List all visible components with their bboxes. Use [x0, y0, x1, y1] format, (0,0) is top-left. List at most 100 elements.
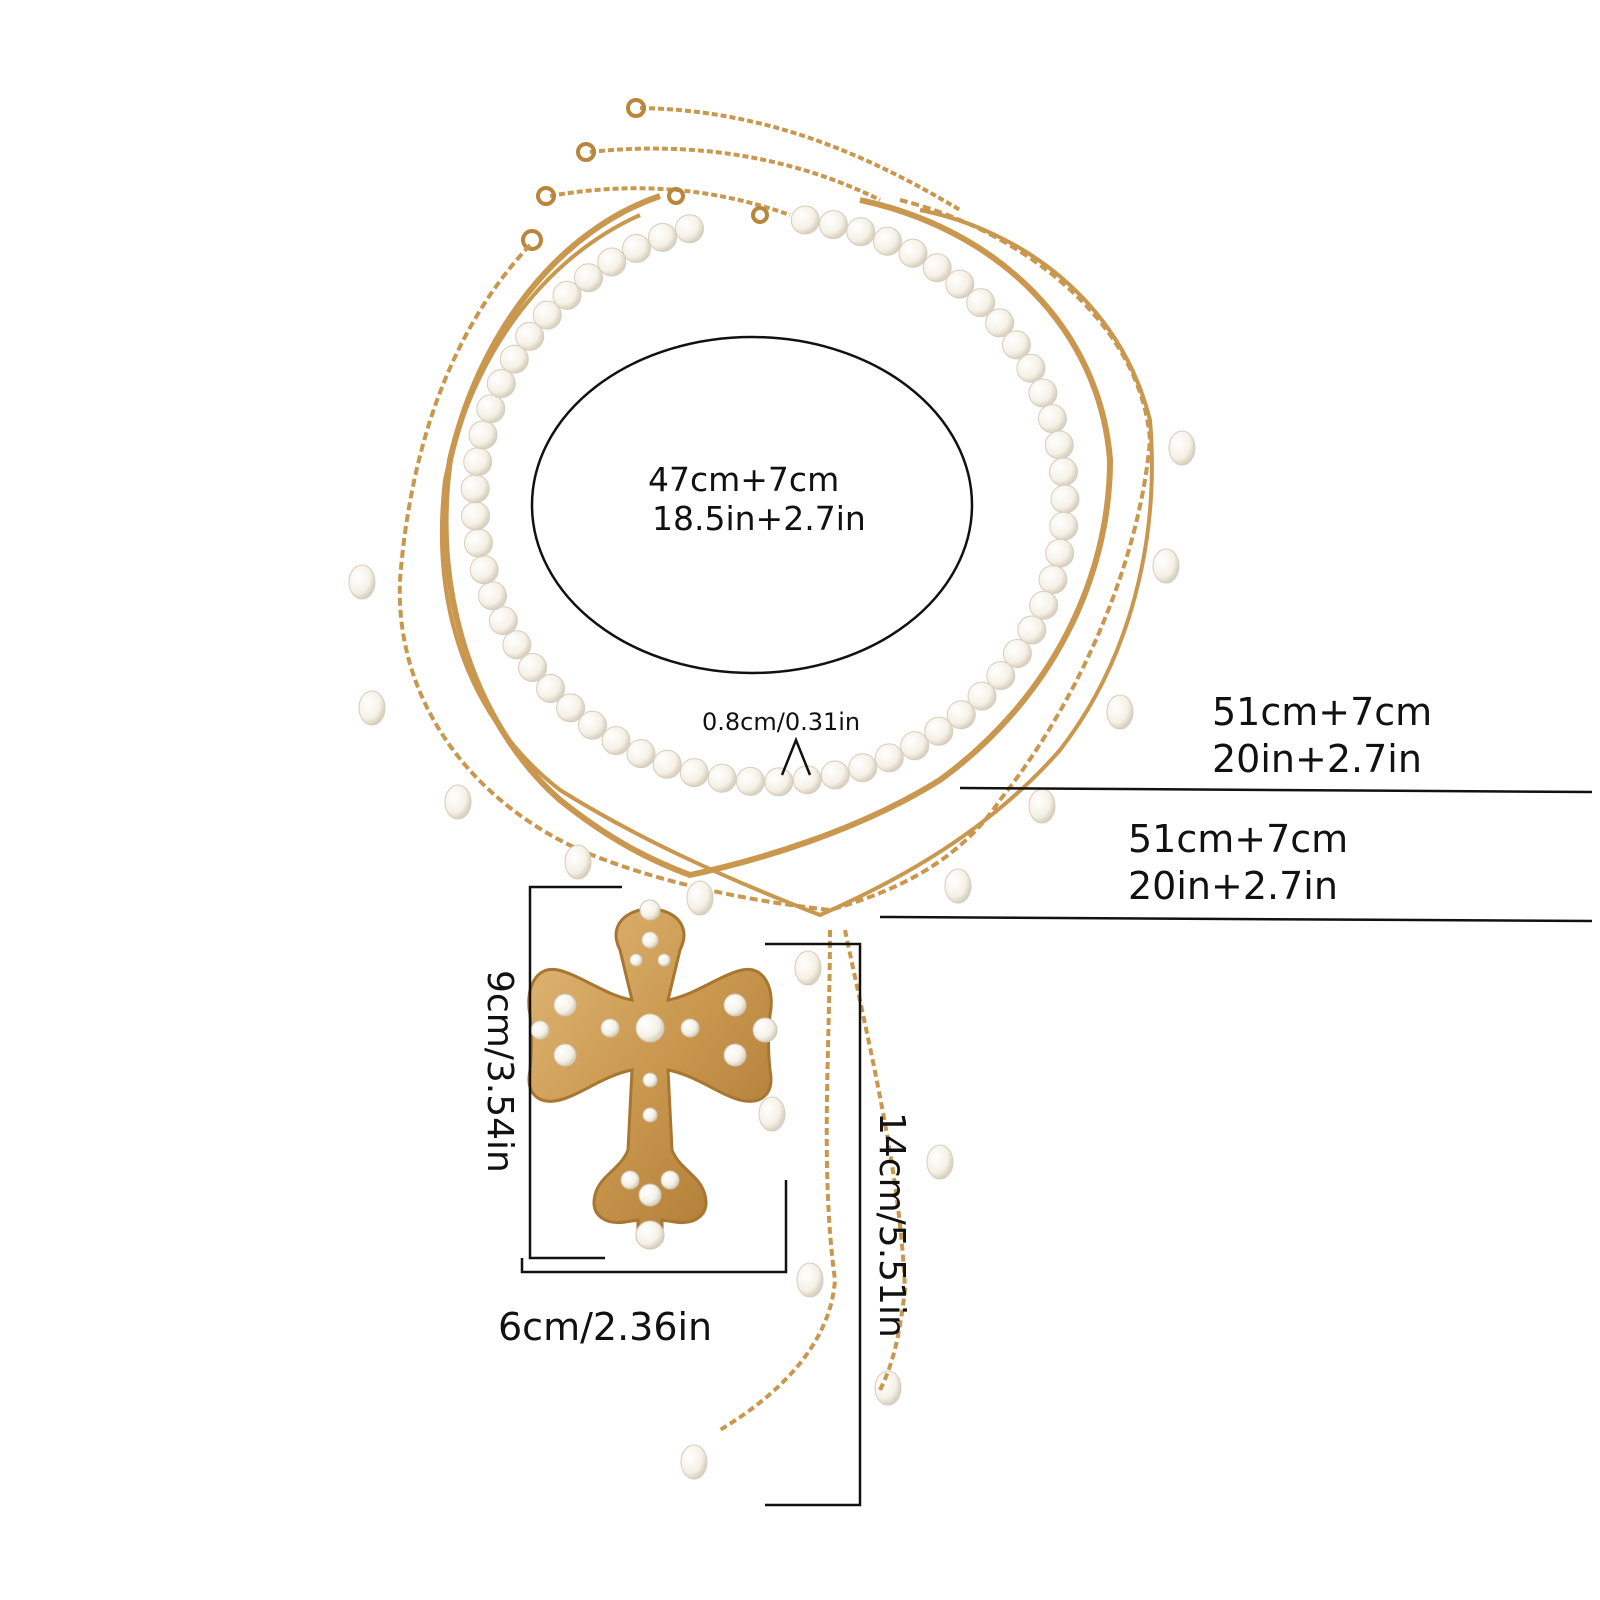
strand-pearl	[469, 555, 499, 585]
strand-pearl	[478, 581, 507, 611]
strand-pearl	[675, 214, 704, 244]
strand-pearl	[946, 700, 976, 730]
chain-lower-cm: 51cm+7cm	[1128, 817, 1348, 861]
strand-pearl	[790, 205, 820, 235]
strand-pearl	[486, 369, 516, 398]
strand-pearl	[578, 710, 607, 740]
chain-upper-leader	[959, 786, 1593, 794]
strand-pearl	[463, 447, 493, 477]
strand-pearl	[1045, 538, 1075, 568]
clasp-ring-6	[751, 206, 769, 224]
strand-pearl	[1001, 330, 1031, 360]
strand-pearl	[468, 420, 498, 450]
extender-chains	[549, 106, 962, 217]
strand-pearl	[652, 749, 682, 779]
strand-pearl	[488, 606, 518, 636]
cross-width-bracket	[520, 1180, 788, 1274]
strand-pearl	[924, 716, 954, 746]
strand-pearl	[818, 210, 848, 240]
strand-pearl	[1050, 484, 1080, 514]
cross-height-label: 9cm/3.54in	[479, 970, 520, 1173]
strand-pearl	[945, 269, 975, 299]
clasp-ring-3	[536, 186, 556, 206]
strand-pearl	[679, 758, 709, 788]
chain-upper-cm: 51cm+7cm	[1212, 690, 1432, 734]
strand-pearl	[1016, 353, 1046, 383]
drop-pearl	[796, 1262, 824, 1298]
strand-pearl	[985, 308, 1015, 338]
clasp-ring-1	[626, 98, 646, 118]
strand-pearl	[626, 739, 656, 769]
drop-pearl	[444, 784, 472, 820]
drop-pearl	[1106, 694, 1134, 730]
strand-pearl	[1044, 430, 1074, 460]
clasp-ring-2	[576, 142, 596, 162]
strand-pearl	[464, 528, 493, 558]
drop-pearl	[794, 950, 822, 986]
y-chain	[439, 208, 1154, 918]
strand-pearl	[460, 474, 490, 504]
strand-pearl	[846, 217, 876, 247]
strand-pearl	[764, 767, 794, 797]
measurement-lines	[520, 335, 1593, 1507]
extender-chain-2	[589, 146, 881, 202]
strand-pearl	[1028, 378, 1058, 408]
strand-pearl	[898, 238, 928, 268]
drop-pearl	[1152, 548, 1180, 584]
tail-chain-right	[843, 929, 908, 1391]
strand-pearl	[1049, 457, 1078, 487]
extender-chain-1	[639, 106, 962, 212]
chain-lower-in: 20in+2.7in	[1128, 864, 1338, 908]
strand-pearl	[820, 760, 850, 790]
tail-chains	[718, 929, 908, 1432]
strand-pearl	[735, 766, 765, 796]
drop-pearl	[680, 1444, 708, 1480]
strand-pearl	[499, 344, 529, 374]
pearl-strand	[460, 205, 1080, 797]
strand-pearl	[874, 743, 904, 773]
drop-pearl	[686, 880, 714, 916]
strand-pearl	[967, 681, 997, 711]
chain-upper-in: 20in+2.7in	[1212, 737, 1422, 781]
drop-pearl	[926, 1144, 954, 1180]
strand-pearl	[1049, 511, 1079, 541]
chain-lower-leader	[879, 915, 1593, 923]
strand-pearl	[1037, 404, 1067, 434]
drop-pearl	[358, 690, 386, 726]
drop-pearl	[758, 1096, 786, 1132]
strand-pearl	[556, 693, 586, 723]
strand-pearl	[536, 674, 566, 703]
pearl-length-cm: 47cm+7cm	[648, 460, 839, 499]
strand-pearl	[1002, 639, 1032, 668]
clasp-ring-5	[667, 187, 685, 205]
cross-pendant	[527, 899, 778, 1250]
bead-size-label: 0.8cm/0.31in	[702, 708, 860, 736]
clasp-ring-4	[521, 229, 543, 251]
strand-pearl	[707, 763, 737, 793]
cross-width-label: 6cm/2.36in	[498, 1305, 712, 1349]
drop-pearl	[874, 1370, 902, 1406]
strand-pearl	[922, 253, 952, 283]
strand-pearl	[622, 234, 651, 263]
strand-pearl	[476, 394, 506, 424]
strand-pearl	[574, 263, 603, 293]
cross-pearls	[530, 899, 778, 1250]
tail-chain-left	[718, 929, 838, 1432]
strand-pearl	[502, 630, 532, 660]
strand-pearl	[515, 321, 545, 351]
drop-pearl	[1168, 430, 1196, 466]
drop-pearl	[944, 868, 972, 904]
tail-length-bracket	[765, 942, 862, 1507]
strand-pearl	[532, 300, 562, 330]
cross-height-bracket	[528, 885, 622, 1260]
measurement-labels: 47cm+7cm 18.5in+2.7in 0.8cm/0.31in 51cm+…	[479, 460, 1432, 1349]
strand-pearl	[597, 247, 627, 277]
strand-pearl	[518, 653, 548, 682]
strand-pearl	[900, 731, 930, 761]
drop-pearl	[564, 844, 592, 880]
pearl-drops	[348, 430, 1196, 1480]
strand-pearl	[1029, 590, 1059, 620]
tail-length-label: 14cm/5.51in	[871, 1112, 912, 1338]
strand-pearl	[848, 753, 878, 783]
